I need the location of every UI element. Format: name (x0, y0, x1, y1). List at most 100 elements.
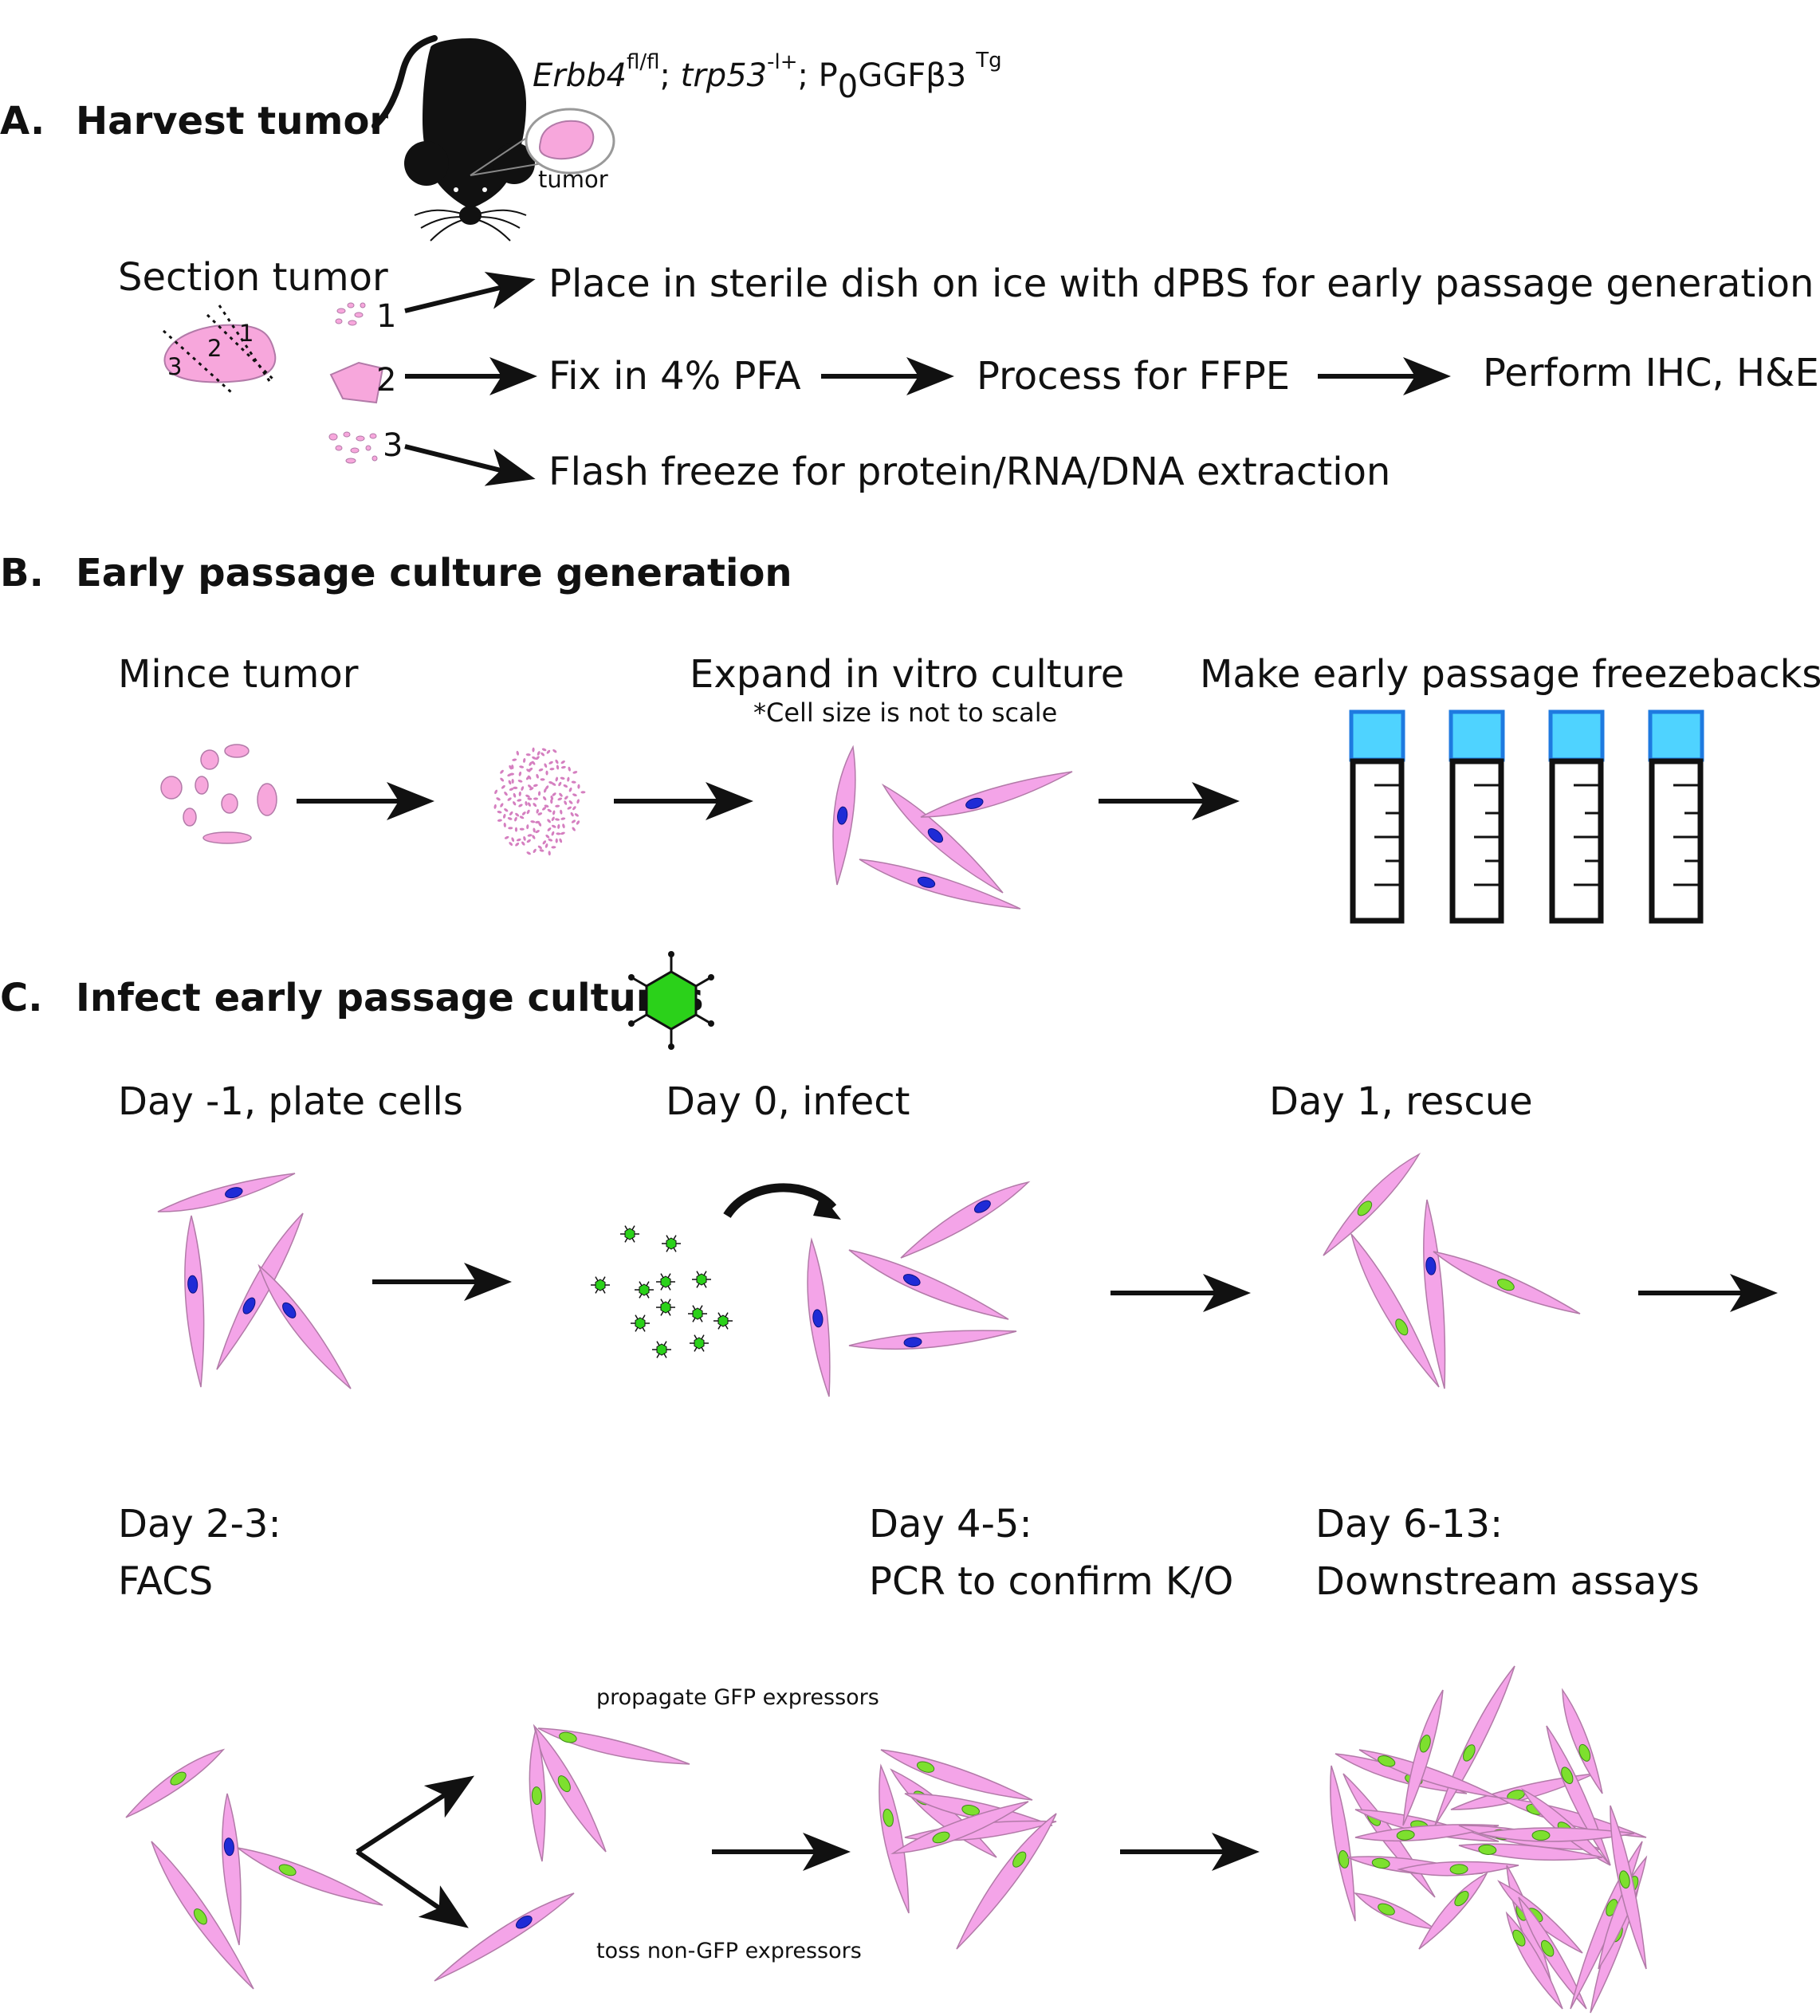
virion-icon (662, 1235, 681, 1252)
cell (880, 1749, 1033, 1801)
freeze-label: Make early passage freezebacks. (1200, 652, 1820, 697)
virus-icon (628, 951, 714, 1050)
gfp-nucleus (1531, 1829, 1551, 1841)
arrow-3-icon (404, 444, 536, 486)
gfp-nucleus (1578, 1743, 1591, 1762)
section-c-title: Infect early passage cultures (76, 976, 704, 1020)
cell (859, 859, 1021, 910)
cell (890, 1801, 1029, 1854)
gfp-nucleus (1454, 1891, 1469, 1907)
day-45-label: Day 4-5: (869, 1502, 1032, 1546)
cell (879, 1763, 910, 1914)
frozen-bits-icon (328, 431, 378, 464)
tube-cap (1349, 709, 1405, 762)
cell (1358, 1749, 1500, 1798)
virion-icon (692, 1271, 711, 1288)
step-1-text: Place in sterile dish on ice with dPBS f… (548, 261, 1814, 306)
cell (1433, 1251, 1581, 1315)
propagate-label: propagate GFP expressors (596, 1685, 879, 1710)
gfp-nucleus (882, 1808, 894, 1827)
slice-number-2: 2 (207, 335, 222, 362)
cell-illustrations (125, 745, 1648, 2014)
gfp-nucleus (916, 1761, 935, 1773)
piece-number-1: 1 (376, 298, 396, 335)
gfp-nucleus (1512, 1929, 1526, 1947)
gfp-nucleus (1619, 1870, 1630, 1889)
fine-mince-icon (493, 747, 586, 856)
minced-tumor-icon (160, 744, 277, 844)
toss-label: toss non-GFP expressors (596, 1939, 862, 1963)
tumor-icon (539, 120, 595, 160)
cell (1458, 1843, 1603, 1861)
nucleus (927, 827, 944, 843)
arrow-toss-icon (356, 1849, 469, 1928)
cell (184, 1215, 205, 1388)
cell (881, 783, 1004, 894)
day-0-label: Day 0, infect (666, 1079, 910, 1124)
cell (807, 1237, 831, 1397)
day-23-label: Day 2-3: (118, 1502, 281, 1546)
slice-number-1: 1 (239, 320, 254, 347)
freezeback-tubes (1349, 709, 1704, 924)
nucleus (223, 1837, 234, 1857)
cell (125, 1748, 226, 1818)
mince-label: Mince tumor (118, 652, 359, 697)
step-3-text: Flash freeze for protein/RNA/DNA extract… (548, 450, 1390, 494)
scale-note: *Cell size is not to scale (753, 698, 1057, 728)
cell (537, 1727, 690, 1765)
gfp-nucleus (961, 1805, 980, 1816)
pcr-label: PCR to confirm K/O (869, 1559, 1233, 1604)
cell (1562, 1688, 1603, 1794)
nucleus (242, 1297, 256, 1315)
gfp-nucleus (1478, 1844, 1497, 1855)
virion-icon (656, 1299, 675, 1316)
nucleus (837, 806, 848, 825)
cell (222, 1793, 242, 1946)
arrow-propagate-icon (356, 1775, 475, 1854)
gfp-nucleus (1496, 1279, 1515, 1291)
cell (529, 1727, 546, 1862)
cell (157, 1173, 296, 1212)
nucleus (812, 1309, 824, 1328)
slice-number-3: 3 (167, 353, 182, 380)
section-tumor-label: Section tumor (118, 255, 388, 300)
virion-icon (656, 1273, 675, 1291)
tumor-label: tumor (538, 166, 608, 193)
nucleus (225, 1187, 243, 1199)
gfp-nucleus (531, 1786, 542, 1806)
nucleus (965, 797, 984, 809)
nucleus (187, 1275, 199, 1294)
gfp-nucleus (1378, 1755, 1396, 1767)
nucleus (282, 1302, 297, 1318)
cell (1402, 1689, 1444, 1826)
virion-icon (713, 1312, 733, 1330)
cell (1397, 1861, 1519, 1876)
step-2c-text: Perform IHC, H&E (1483, 351, 1819, 395)
minced-piece-icon (335, 302, 366, 326)
cell (237, 1847, 383, 1906)
cell (1423, 1199, 1446, 1389)
gfp-nucleus (557, 1775, 571, 1793)
cell (434, 1892, 575, 1982)
cell (151, 1841, 254, 1990)
gfp-nucleus (1449, 1864, 1468, 1875)
cell (1354, 1892, 1437, 1931)
cell (1354, 1824, 1500, 1842)
gfp-nucleus (1338, 1849, 1350, 1869)
tube-cap (1548, 709, 1605, 762)
cell (1610, 1805, 1647, 1970)
cell (832, 745, 856, 886)
virion-icon (688, 1305, 707, 1322)
piece-number-2: 2 (376, 362, 396, 399)
facs-label: FACS (118, 1559, 213, 1604)
virion-icon (690, 1334, 709, 1352)
freezeback-tube (1449, 709, 1505, 924)
day-613-label: Day 6-13: (1315, 1502, 1503, 1546)
cell (533, 1723, 607, 1853)
section-a-title: Harvest tumor (76, 99, 388, 143)
cell (904, 1793, 1053, 1826)
cell (1518, 1896, 1587, 2010)
nucleus (903, 1337, 922, 1348)
